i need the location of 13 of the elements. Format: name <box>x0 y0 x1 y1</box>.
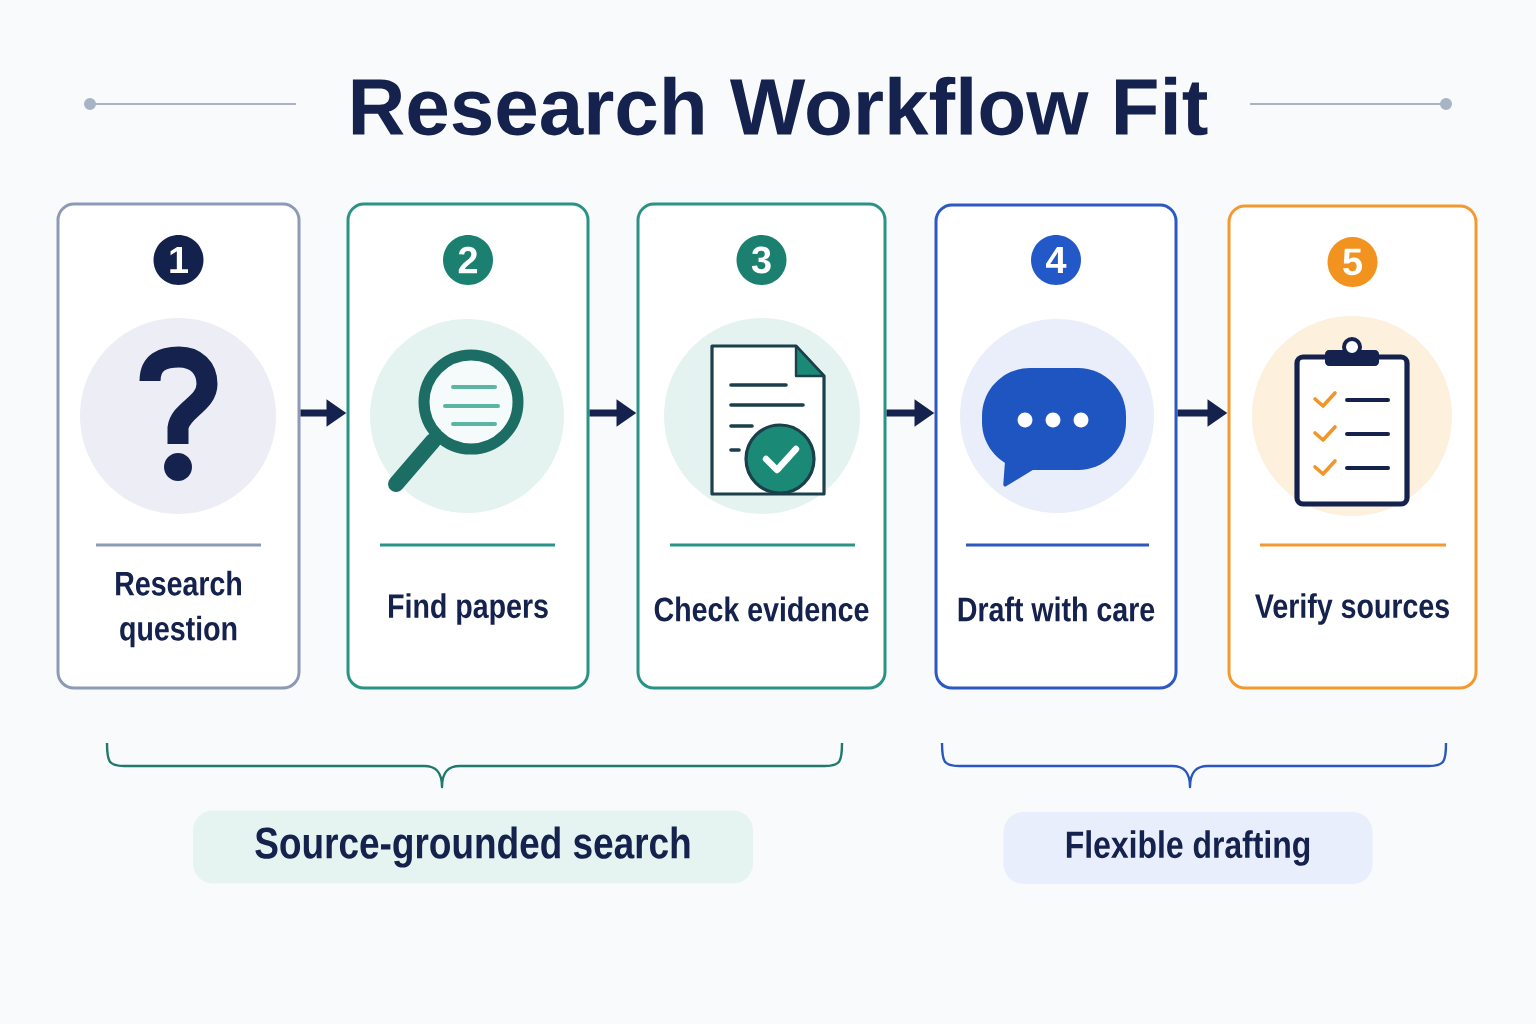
step-label: Check evidence <box>654 596 869 622</box>
number-badge: 3 <box>736 235 787 285</box>
number-badge: 2 <box>443 235 493 285</box>
group-label: Source-grounded search <box>193 810 753 884</box>
step-label: Research question <box>116 570 241 648</box>
number-badge: 1 <box>153 235 204 285</box>
step-label: Verify sources <box>1255 593 1449 625</box>
number-badge: 5 <box>1327 237 1378 287</box>
step-label: Draft with care <box>958 596 1155 622</box>
title: Research Workflow Fit <box>352 76 1208 136</box>
step-label: Find papers <box>389 593 548 625</box>
group-label: Flexible drafting <box>1003 812 1373 884</box>
number-badge: 4 <box>1031 235 1081 285</box>
